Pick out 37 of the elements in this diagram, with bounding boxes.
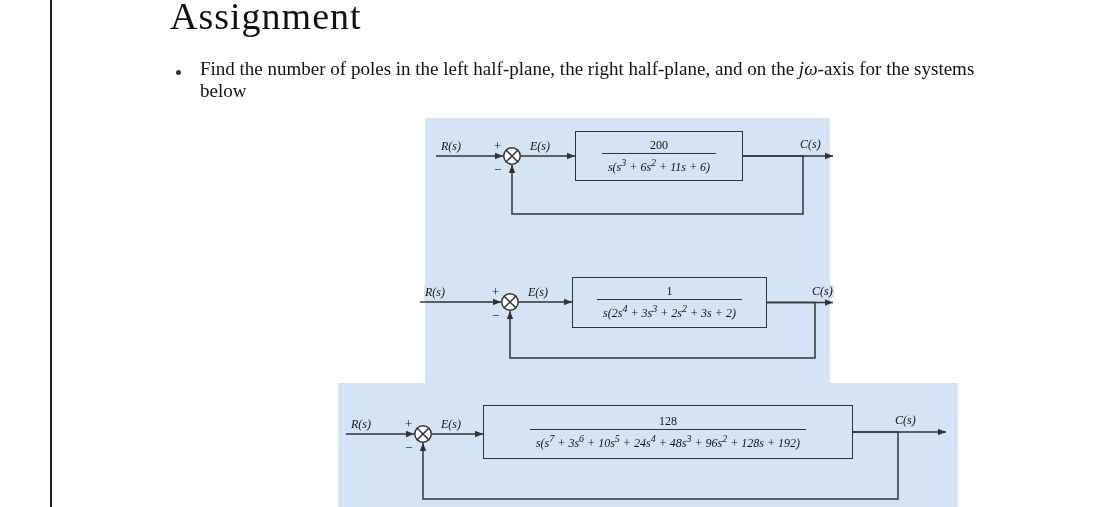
- signal-arrow: [508, 155, 804, 215]
- signal-arrow: [520, 152, 576, 160]
- denominator: s(2s$^{4}$ + 3s$^{3}$ + 2s$^{2}$ + 3s + 2): [597, 299, 742, 321]
- edge-label: C(s): [894, 414, 917, 427]
- sign-label: +: [494, 139, 502, 152]
- sign-label: −: [494, 163, 502, 176]
- transfer-function-block: [575, 131, 743, 181]
- instruction-text: Find the number of poles in the left half-plane, the right half-plane, and on the jω-axis for the systems below: [200, 58, 976, 102]
- title: Assignment: [170, 0, 362, 38]
- signal-arrow: [419, 298, 502, 306]
- numerator: 200: [649, 137, 669, 153]
- summing-junction: [503, 147, 521, 165]
- signal-arrow: [518, 298, 573, 306]
- edge-label: E(s): [440, 418, 462, 431]
- denominator: s(s$^{3}$ + 6s$^{2}$ + 11s + 6): [601, 152, 717, 175]
- transfer-function-block: [572, 277, 767, 328]
- edge-label: R(s): [424, 286, 446, 299]
- numerator: 1: [665, 284, 674, 299]
- signal-arrow: [345, 430, 415, 438]
- summing-junction: [414, 425, 432, 443]
- numerator: 128: [658, 413, 678, 429]
- sign-label: −: [405, 441, 413, 454]
- edge-label: E(s): [529, 140, 551, 153]
- edge-label: E(s): [527, 286, 549, 299]
- signal-arrow: [419, 431, 899, 500]
- signal-arrow: [431, 430, 484, 438]
- sign-label: +: [492, 285, 500, 298]
- denominator: s(s$^{7}$ + 3s$^{6}$ + 10s$^{5}$ + 24s$^{4}$ + 48s$^{3}$ + 96s$^{2}$ + 128s + 192): [529, 428, 807, 451]
- sign-label: +: [405, 417, 413, 430]
- edge-label: C(s): [799, 138, 822, 151]
- summing-junction: [501, 293, 519, 311]
- sign-label: −: [492, 309, 500, 322]
- signal-arrow: [435, 152, 504, 160]
- edge-label: R(s): [440, 140, 462, 153]
- signal-arrow: [506, 301, 816, 359]
- transfer-function-block: [483, 405, 853, 459]
- edge-label: R(s): [350, 418, 372, 431]
